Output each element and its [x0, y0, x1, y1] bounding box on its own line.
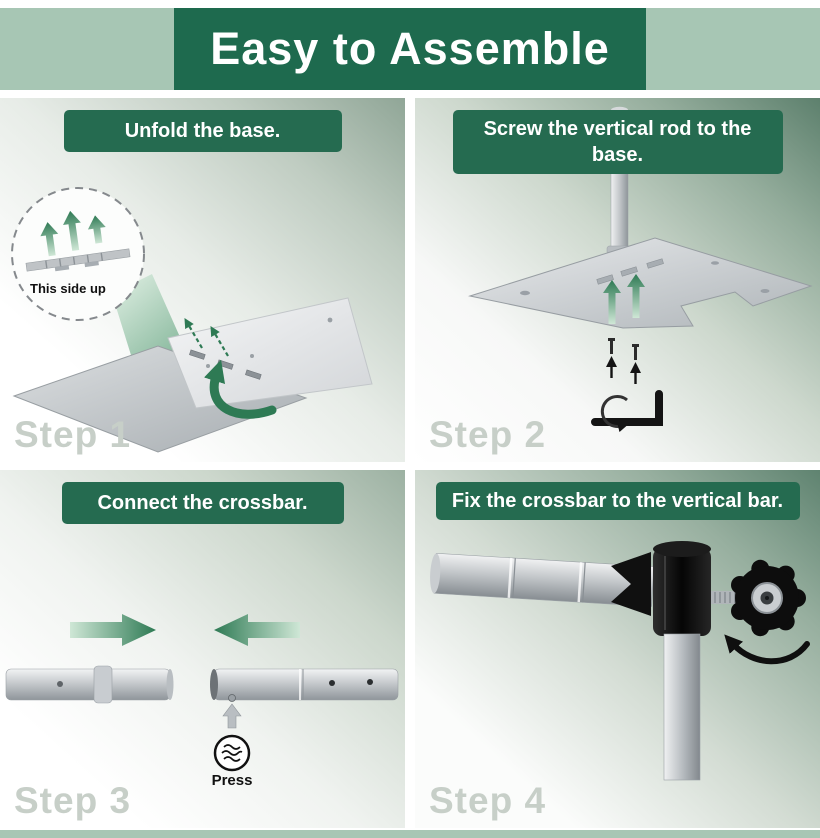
rotate-arrow-icon — [724, 634, 810, 665]
press-label: Press — [211, 772, 253, 789]
step-1-instruction: Unfold the base. — [63, 110, 342, 152]
screws-icon — [608, 338, 639, 360]
step-3-instruction: Connect the crossbar. — [61, 482, 344, 524]
crossbar-right-tube — [210, 668, 399, 702]
press-button-icon — [213, 734, 251, 772]
vertical-bar-tube — [663, 633, 701, 781]
steps-grid: Unfold the base. This side up Step 1 — [0, 98, 820, 830]
small-black-arrows — [606, 356, 641, 384]
threaded-bolt — [711, 591, 737, 604]
step-4-label: Step 4 — [429, 780, 547, 821]
allen-key-icon — [591, 390, 663, 433]
step-4-instruction: Fix the crossbar to the vertical bar. — [435, 482, 800, 520]
step-4-illustration — [430, 541, 810, 781]
step-2-label: Step 2 — [429, 414, 547, 455]
step-2-instruction: Screw the vertical rod to the base. — [452, 110, 783, 174]
step-3-panel: Connect the crossbar. Press Step 3 — [0, 470, 405, 828]
clamp-icon — [653, 541, 711, 636]
up-arrows-icon — [603, 274, 645, 324]
press-pointer-arrow — [222, 703, 242, 729]
step-1-illustration — [11, 187, 373, 453]
title-banner: Easy to Assemble — [0, 8, 820, 90]
step-1-panel: Unfold the base. This side up Step 1 — [0, 98, 405, 462]
unfold-curved-arrow-icon — [204, 359, 277, 419]
step-2-panel: Screw the vertical rod to the base. Step… — [415, 98, 820, 462]
up-arrows-icon — [40, 210, 106, 257]
this-side-up-label: This side up — [30, 281, 106, 296]
title-banner-center: Easy to Assemble — [174, 8, 646, 90]
step-1-label: Step 1 — [14, 414, 132, 455]
step-3-illustration — [5, 614, 399, 772]
step-3-label: Step 3 — [14, 780, 132, 821]
dashed-circle-inset — [11, 187, 145, 321]
star-knob-icon — [731, 559, 806, 637]
crossbar-left-tube — [5, 665, 174, 704]
unfold-dashed-arrows — [184, 317, 229, 357]
bottom-green-strip — [0, 830, 820, 838]
clamp-jaw — [611, 552, 651, 616]
step-4-panel: Fix the crossbar to the vertical bar. St… — [415, 470, 820, 828]
connect-arrows-icon — [70, 614, 300, 646]
page-title: Easy to Assemble — [210, 23, 610, 74]
crossbar-tube — [430, 553, 655, 607]
